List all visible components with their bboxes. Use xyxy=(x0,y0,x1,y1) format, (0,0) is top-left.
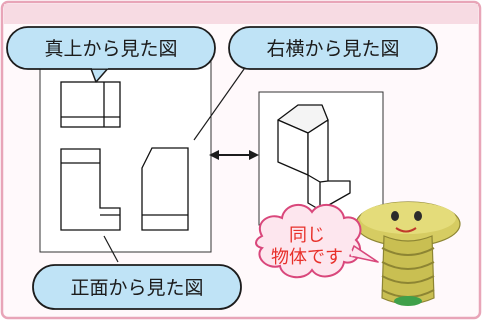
same-object-line2: 物体です xyxy=(271,247,343,268)
top-view-drawing xyxy=(60,81,121,128)
side-view-drawing xyxy=(141,147,189,231)
connector-lines xyxy=(103,61,250,263)
front-view-label-bubble: 正面から見た図 xyxy=(32,264,242,310)
projection-panel xyxy=(39,56,212,253)
isometric-drawing xyxy=(277,104,351,211)
top-band xyxy=(4,4,478,24)
same-object-cloud: 同じ 物体です xyxy=(255,203,379,279)
top-view-label-bubble: 真上から見た図 xyxy=(6,26,216,83)
top-view-label: 真上から見た図 xyxy=(44,38,177,60)
right-view-label: 右横から見た図 xyxy=(266,38,399,60)
same-object-line1: 同じ xyxy=(289,225,325,246)
screw-character-icon xyxy=(355,201,461,306)
front-view-label: 正面から見た図 xyxy=(70,277,203,299)
right-view-label-bubble: 右横から見た図 xyxy=(228,26,438,70)
front-view-drawing xyxy=(60,148,121,231)
double-arrow-icon xyxy=(209,150,259,160)
